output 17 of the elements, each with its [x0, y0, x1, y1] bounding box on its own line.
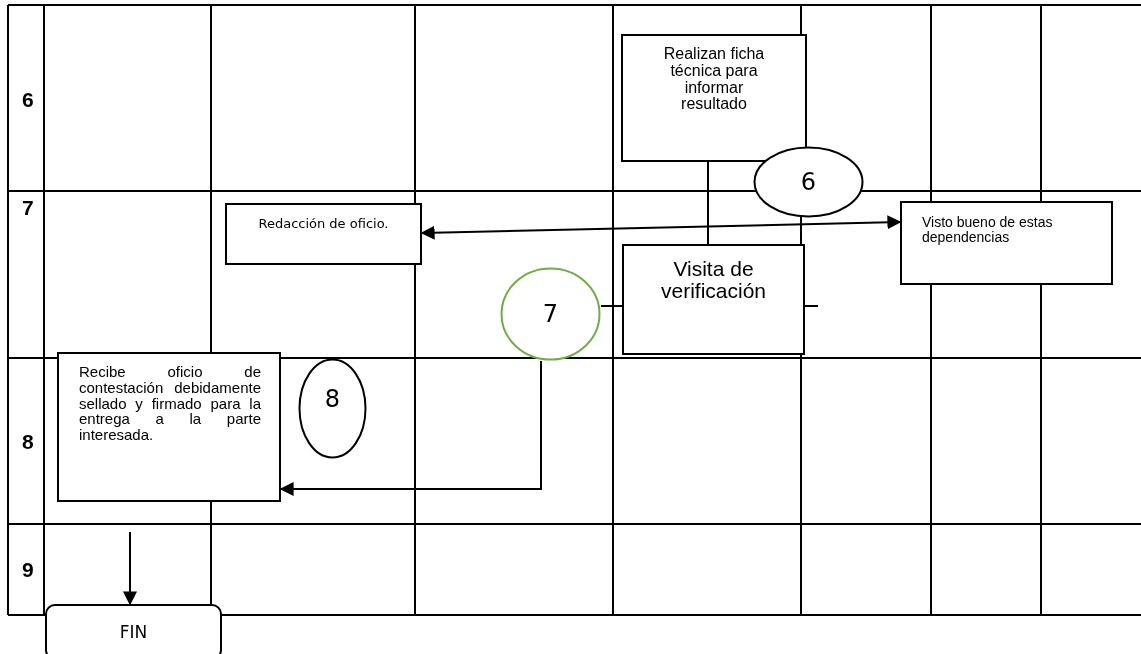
- row-number: 6: [22, 88, 34, 112]
- row-number: 9: [22, 558, 34, 582]
- process-box: Visto bueno de estas dependencias: [900, 201, 1113, 285]
- connector-line: [600, 305, 623, 307]
- connector-line: [707, 161, 709, 245]
- row-number: 8: [22, 430, 34, 454]
- arrow: [123, 531, 137, 606]
- step-number-ellipse: 8: [298, 358, 367, 459]
- process-box: Visita de verificación: [622, 244, 805, 355]
- process-box: Realizan ficha técnica para informar resultado: [621, 34, 807, 162]
- connector-line: [804, 305, 819, 307]
- terminator-box: FIN: [45, 604, 222, 654]
- process-box: Recibe oficio de contestación debidamente sellado y firmado para la entrega a la parte interesada.: [57, 352, 281, 502]
- step-number-ellipse: 6: [753, 146, 864, 218]
- step-number-circle: 7: [500, 267, 601, 361]
- process-box: Redacción de oficio.: [225, 203, 422, 265]
- row-number: 7: [22, 196, 34, 220]
